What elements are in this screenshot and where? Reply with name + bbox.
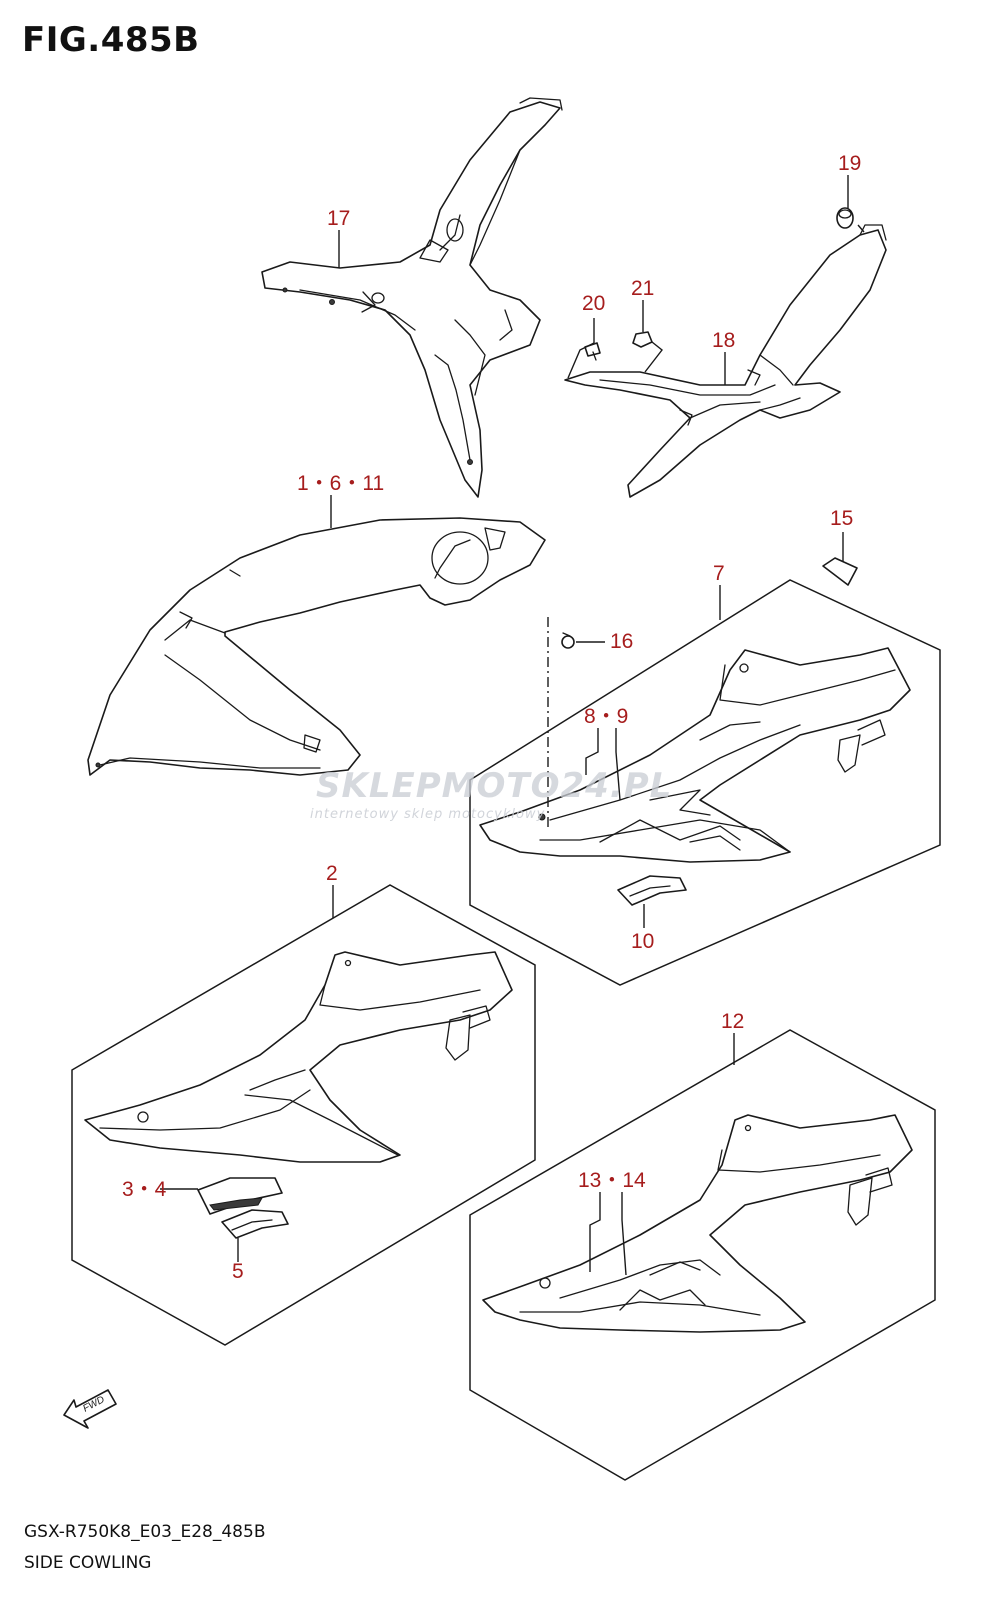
model-code: GSX-R750K8_E03_E28_485B [24,1522,266,1542]
part-20-screw[interactable] [584,342,601,361]
callout-13-14: 13・14 [578,1169,646,1192]
callout-7: 7 [713,562,725,585]
callout-17: 17 [327,207,350,230]
part-10-emblem[interactable] [617,875,687,906]
callout-3-4: 3・4 [122,1178,167,1201]
callout-5: 5 [232,1260,244,1283]
callout-2: 2 [326,862,338,885]
callout-21: 21 [631,277,654,300]
part-3-4-emblem[interactable] [197,1177,283,1215]
watermark-tagline: internetowy sklep motocyklowy [310,807,545,822]
box-assembly-12 [469,1029,936,1481]
section-name: SIDE COWLING [24,1553,152,1573]
fwd-arrow-icon: FWD [63,1389,117,1429]
part-21-nut[interactable] [632,331,653,348]
callout-12: 12 [721,1010,744,1033]
callout-8-9: 8・9 [584,705,628,728]
part-1-6-11-upper-cowling[interactable] [87,517,546,776]
callout-15: 15 [830,507,853,530]
watermark-brand: SKLEPMOTO24.PL [316,766,672,806]
callout-10: 10 [631,930,654,953]
part-2-side-cowling[interactable] [84,951,513,1163]
callout-1-6-11: 1・6・11 [297,472,384,495]
leader-lines [160,175,865,1276]
part-12-side-cowling[interactable] [482,1114,913,1333]
part-17-inner-panel[interactable] [261,97,563,498]
box-assembly-2 [71,884,536,1346]
part-18-inner-panel[interactable] [564,224,887,498]
figure-title: FIG.485B [22,20,200,60]
callout-18: 18 [712,329,735,352]
part-5-emblem[interactable] [221,1209,289,1239]
watermark-logo: SKLEPMOTO24.PL internetowy sklep motocyk… [310,766,672,822]
callout-19: 19 [838,152,861,175]
part-16-screw[interactable] [561,632,575,649]
callout-20: 20 [582,292,605,315]
callout-16: 16 [610,630,633,653]
part-15-pad[interactable] [822,557,858,586]
part-19-grommet[interactable] [836,207,854,229]
part-7-side-cowling[interactable] [479,647,911,863]
box-assembly-7 [469,579,941,986]
